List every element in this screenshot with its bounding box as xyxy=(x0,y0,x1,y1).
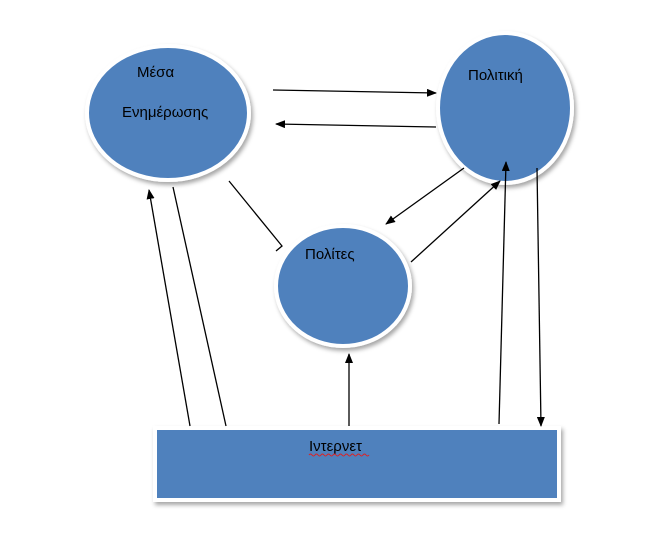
arrow-citizens-to-politics xyxy=(410,180,501,263)
node-politics-shape xyxy=(436,31,574,185)
node-politics-label: Πολιτική xyxy=(468,67,523,84)
node-internet-shape xyxy=(153,426,561,502)
arrow-internet-to-media xyxy=(146,189,191,427)
node-internet: Ιντερνετ xyxy=(153,426,561,502)
connectors xyxy=(146,88,545,427)
node-internet-label: Ιντερνετ xyxy=(309,438,362,455)
arrow-politics-to-media xyxy=(275,120,437,129)
node-citizens-label: Πολίτες xyxy=(305,246,355,263)
spellcheck-underline xyxy=(308,453,370,457)
node-citizens-shape xyxy=(274,224,412,348)
arrow-media-to-politics xyxy=(272,88,437,97)
node-media-shape xyxy=(85,44,251,182)
arrow-internet-to-politics xyxy=(498,161,510,425)
node-politics: Πολιτική xyxy=(436,31,574,185)
line-media-to-citizens xyxy=(228,180,283,252)
node-media: Μέσα Ενημέρωσης xyxy=(85,44,251,182)
arrow-politics-to-internet xyxy=(536,167,545,427)
node-media-label-line1: Μέσα xyxy=(137,64,174,81)
node-citizens: Πολίτες xyxy=(274,224,412,348)
node-media-label-line2: Ενημέρωσης xyxy=(122,104,208,121)
line-media-to-internet xyxy=(172,186,227,427)
arrow-politics-to-citizens xyxy=(385,167,465,225)
